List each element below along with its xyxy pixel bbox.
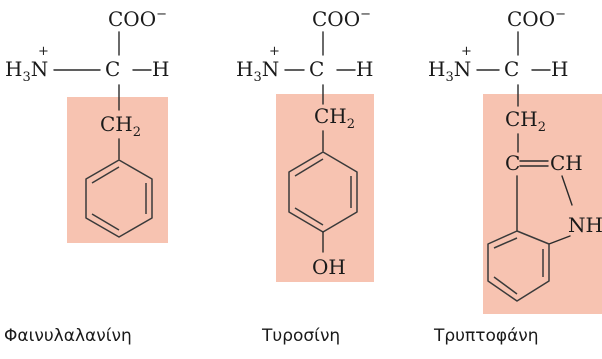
tryptophan-amine-group: H3N (428, 57, 471, 85)
tryptophan-ch-nh-bond (561, 175, 573, 206)
phenylalanine-name-label: Φαινυλαλανίνη (4, 326, 132, 346)
tyrosine-structure: COO− H3N + C H CH2 OH Τυροσίνη (236, 7, 374, 346)
tryptophan-ring-carbon: C (505, 151, 520, 175)
tryptophan-ring-ch: CH (550, 151, 583, 175)
tyrosine-alpha-carbon: C (309, 57, 324, 81)
phenylalanine-amine-group: H3N (5, 57, 48, 85)
phenylalanine-ring-double-bond (91, 213, 120, 231)
phenylalanine-benzene-ring (85, 159, 153, 238)
tyrosine-ring-double-bond (294, 158, 324, 177)
tryptophan-benzo-double-bond (493, 237, 518, 249)
tryptophan-ring-nh: NH (568, 213, 602, 237)
tryptophan-nh-ring-bond (548, 235, 571, 245)
phenylalanine-ring-double-bond (91, 166, 120, 184)
tryptophan-methylene: CH2 (505, 107, 546, 135)
tryptophan-alpha-hydrogen: H (551, 57, 568, 81)
tryptophan-amine-charge: + (461, 44, 472, 59)
tyrosine-ring-double-bond (294, 207, 324, 226)
phenylalanine-amine-charge: + (38, 44, 49, 59)
tryptophan-alpha-carbon: C (504, 57, 519, 81)
phenylalanine-alpha-carbon: C (105, 57, 120, 81)
tyrosine-methylene: CH2 (314, 104, 355, 132)
tyrosine-name-label: Τυροσίνη (261, 326, 340, 346)
phenylalanine-carboxylate: COO− (108, 7, 167, 31)
tyrosine-amine-group: H3N (236, 57, 279, 85)
phenylalanine-methylene: CH2 (100, 112, 141, 140)
tyrosine-carboxylate: COO− (312, 7, 371, 31)
phenylalanine-alpha-hydrogen: H (152, 57, 169, 81)
tryptophan-side-chain-highlight (483, 94, 602, 314)
tryptophan-benzo-double-bond (493, 276, 518, 295)
tyrosine-alpha-hydrogen: H (356, 57, 373, 81)
tyrosine-amine-charge: + (269, 44, 280, 59)
tryptophan-structure: COO− H3N + C H CH2 C CH NH Τρυπτοφάνη (428, 7, 602, 346)
tryptophan-carboxylate: COO− (507, 7, 566, 31)
phenylalanine-structure: COO− H3N + C H CH2 Φαινυλαλανίνη (4, 7, 169, 346)
tyrosine-hydroxyl: OH (312, 255, 346, 279)
tryptophan-name-label: Τρυπτοφάνη (433, 326, 539, 346)
tryptophan-benzene-ring (487, 230, 550, 302)
